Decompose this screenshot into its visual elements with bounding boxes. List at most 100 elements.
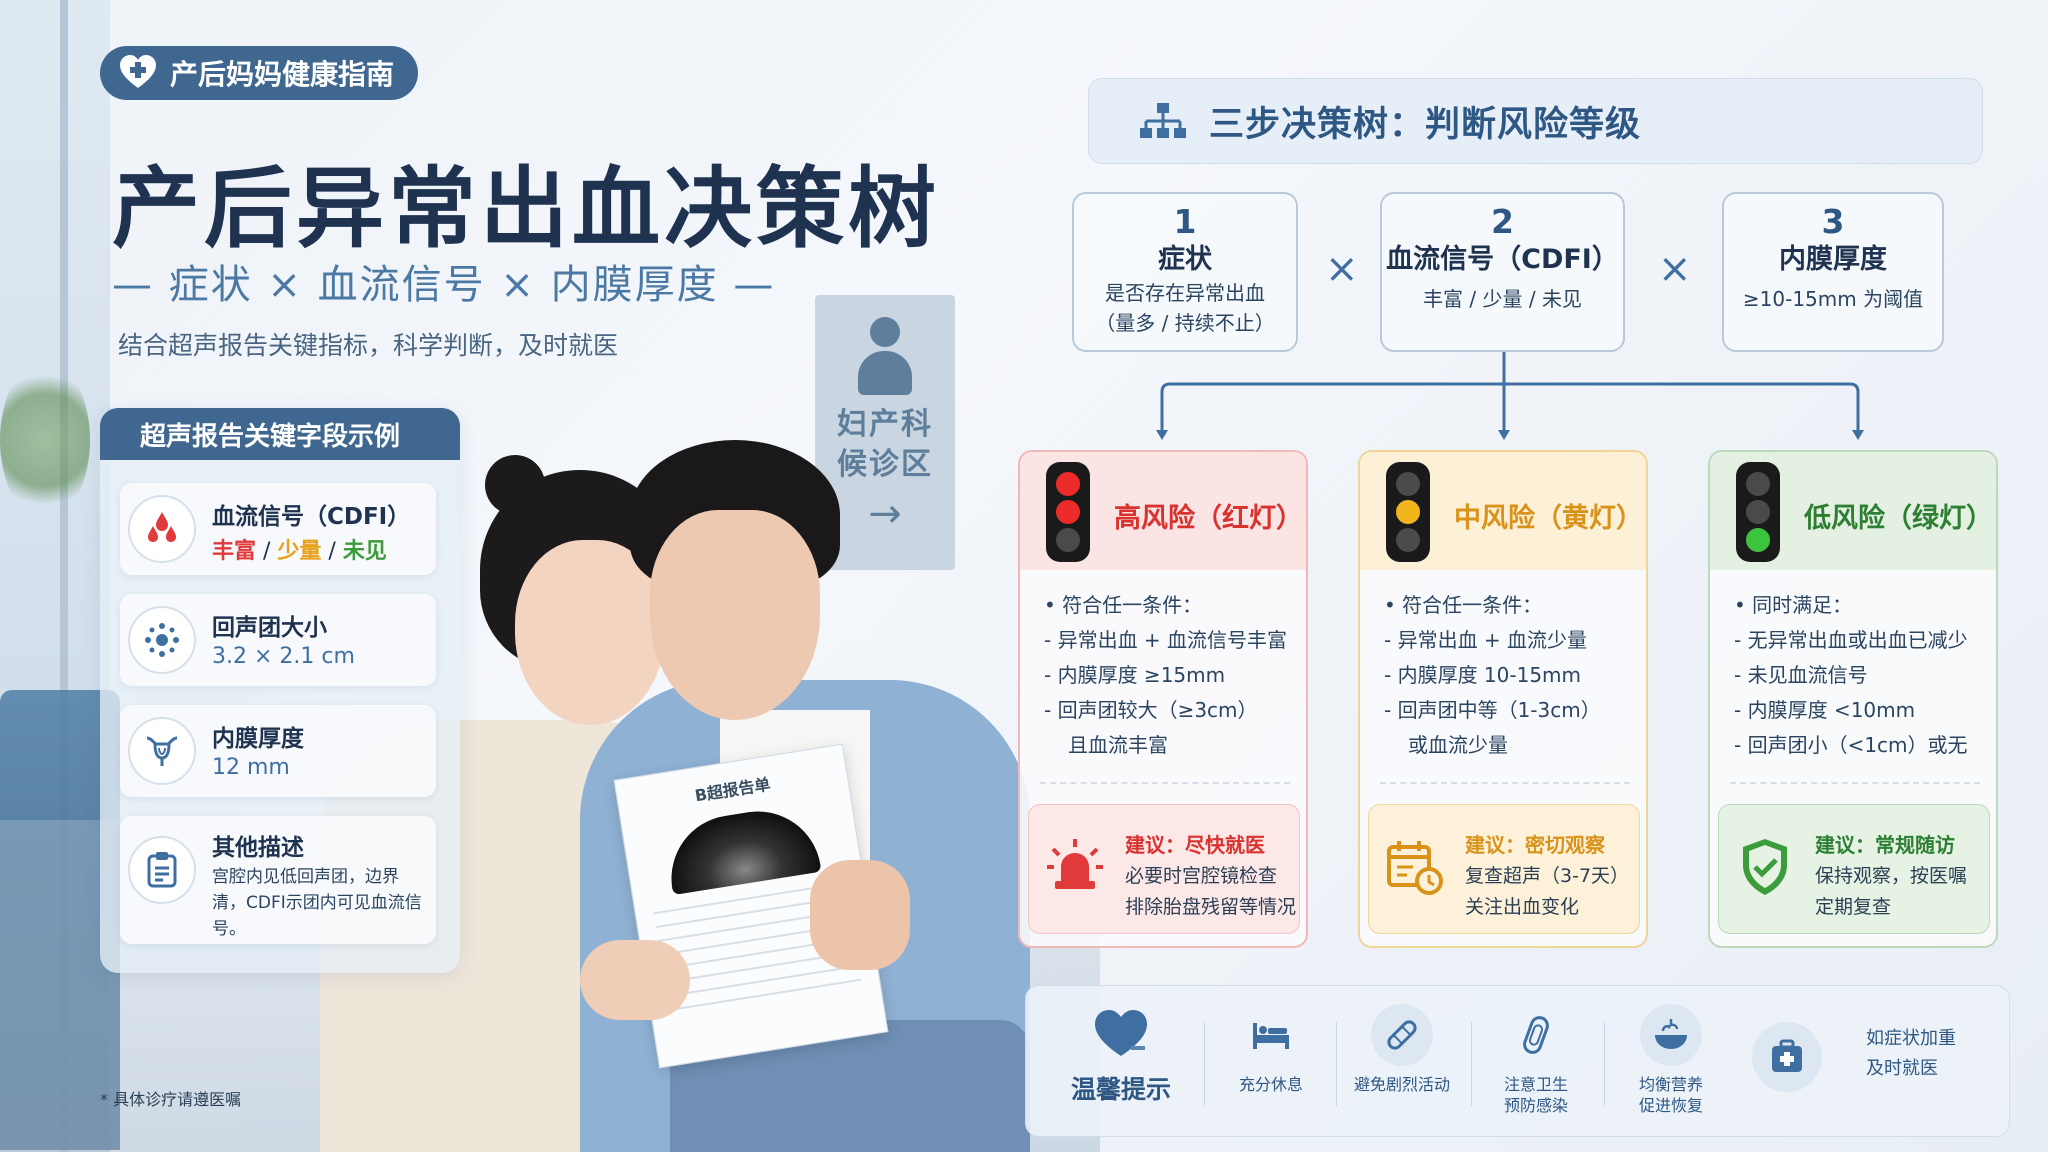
times-sign: × [1325,246,1359,292]
tip-line: 均衡营养 [1638,1075,1703,1094]
advice-line: 保持观察，按医嘱 [1815,865,1968,887]
advice-title: 建议：密切观察 [1465,833,1605,857]
divider [1040,782,1290,784]
advice-box: 建议：尽快就医 必要时宫腔镜检查 排除胎盘残留等情况 [1028,804,1300,934]
step-desc: （量多 / 持续不止） [1095,311,1275,335]
advice-line: 关注出血变化 [1465,896,1580,918]
step-title: 内膜厚度 [1779,244,1887,275]
step-title: 血流信号（CDFI） [1386,244,1619,275]
page-subtitle: — 症状 × 血流信号 × 内膜厚度 — [112,262,776,308]
tip-line: 促进恢复 [1638,1096,1703,1115]
risk-card-high: 高风险（红灯） • 符合任一条件： - 异常出血 + 血流信号丰富 - 内膜厚度… [1018,450,1308,948]
step-endometrium: 3 内膜厚度 ≥10-15mm 为阈值 [1722,192,1944,352]
value-rich: 丰富 [212,539,257,564]
condition-line: - 异常出血 + 血流少量 [1384,628,1588,652]
step-number: 1 [1173,202,1197,241]
advice-line: 排除胎盘残留等情况 [1125,896,1297,918]
shield-check-icon [1733,835,1797,899]
step-symptom: 1 症状 是否存在异常出血 （量多 / 持续不止） [1072,192,1298,352]
condition-line: - 回声团小（<1cm）或无 [1734,733,1968,757]
ultrasound-fields-panel: 超声报告关键字段示例 血流信号（CDFI） 丰富 / 少量 / 未见 回声团大小… [100,408,460,973]
sign-line-2: 候诊区 [837,447,933,482]
page-title: 产后异常出血决策树 [112,157,941,260]
tip-hygiene: 注意卫生预防感染 [1476,1004,1596,1116]
woman-face [515,540,665,725]
mother-baby-icon [854,317,916,397]
man-hand [810,860,910,970]
advice-box: 建议：密切观察 复查超声（3-7天） 关注出血变化 [1368,804,1640,934]
field-cdfi: 血流信号（CDFI） 丰富 / 少量 / 未见 [120,483,436,575]
field-endometrium: 内膜厚度 12 mm [120,705,436,797]
traffic-light-red-icon [1046,462,1090,562]
footnote: * 具体诊疗请遵医嘱 [100,1090,242,1109]
bed-icon [1240,1004,1302,1066]
condition-line: - 内膜厚度 10-15mm [1384,663,1582,687]
tips-separator [1471,1022,1472,1106]
tips-heading: 温馨提示 [1066,1006,1176,1106]
step-desc: 是否存在异常出血 [1105,281,1265,305]
condition-line: - 回声团中等（1-3cm） [1384,698,1601,722]
field-value: 丰富 / 少量 / 未见 [212,533,387,565]
condition-line: 且血流丰富 [1068,733,1168,757]
tip-label: 充分休息 [1238,1075,1303,1094]
risk-title: 高风险（红灯） [1114,503,1303,534]
tips-separator [1604,1022,1605,1106]
tips-title: 温馨提示 [1070,1075,1171,1104]
condition-line: - 异常出血 + 血流信号丰富 [1044,628,1288,652]
first-aid-kit-icon [1752,1022,1822,1092]
step-desc: ≥10-15mm 为阈值 [1742,287,1924,311]
decision-tree-title: 三步决策树：判断风险等级 [1209,104,1642,145]
condition-line: - 内膜厚度 <10mm [1734,698,1916,722]
field-value: 12 mm [212,755,290,780]
condition-line: - 无异常出血或出血已减少 [1734,628,1968,652]
field-other-description: 其他描述 宫腔内见低回声团，边界清，CDFI示团内可见血流信号。 [120,816,436,944]
tip-label: 如症状加重及时就医 [1866,1024,1956,1084]
heart-care-icon [1095,1010,1147,1056]
risk-conditions: • 符合任一条件： - 异常出血 + 血流信号丰富 - 内膜厚度 ≥15mm -… [1044,588,1304,763]
ultrasound-image [662,802,822,896]
value-little: 少量 [277,539,322,564]
arrow-right-icon: → [868,491,902,537]
risk-conditions: • 同时满足： - 无异常出血或出血已减少 - 未见血流信号 - 内膜厚度 <1… [1734,588,1994,763]
alarm-siren-icon [1043,835,1107,899]
value-none: 未见 [342,539,387,564]
advice-title: 建议：常规随访 [1815,833,1955,857]
field-label: 血流信号（CDFI） [212,504,411,530]
advice-line: 定期复查 [1815,896,1892,918]
times-sign: × [1658,246,1692,292]
food-bowl-icon [1640,1004,1702,1066]
risk-card-medium: 中风险（黄灯） • 符合任一条件： - 异常出血 + 血流少量 - 内膜厚度 1… [1358,450,1648,948]
tips-separator [1336,1022,1337,1106]
tips-bar: 温馨提示 充分休息 避免剧烈活动 注意卫生预防感染 均衡营养促进恢复 如症状加重… [1025,985,2010,1137]
advice-text: 保持观察，按医嘱 定期复查 [1815,861,1967,923]
step-cdfi: 2 血流信号（CDFI） 丰富 / 少量 / 未见 [1380,192,1625,352]
risk-card-header: 低风险（绿灯） [1710,452,1996,570]
advice-text: 必要时宫腔镜检查 排除胎盘残留等情况 [1125,861,1296,923]
traffic-light-yellow-icon [1386,462,1430,562]
decision-tree-header: 三步决策树：判断风险等级 [1088,78,1983,164]
tips-separator [1204,1022,1205,1106]
clipboard-icon [128,836,196,904]
field-label: 内膜厚度 [212,726,304,752]
risk-card-low: 低风险（绿灯） • 同时满足： - 无异常出血或出血已减少 - 未见血流信号 -… [1708,450,1998,948]
advice-title: 建议：尽快就医 [1125,833,1265,857]
step-number: 2 [1491,202,1514,241]
field-echo-mass: 回声团大小 3.2 × 2.1 cm [120,594,436,686]
tip-rest: 充分休息 [1211,1004,1331,1095]
field-value: 3.2 × 2.1 cm [212,644,355,669]
blood-drops-icon [128,495,196,563]
condition-line: • 符合任一条件： [1384,593,1543,617]
woman-hair-bun [485,455,545,515]
badge-label: 产后妈妈健康指南 [170,58,395,91]
advice-text: 复查超声（3-7天） 关注出血变化 [1465,861,1629,923]
tip-line: 如症状加重 [1866,1028,1956,1049]
condition-line: 或血流少量 [1408,733,1508,757]
tip-label: 均衡营养促进恢复 [1611,1074,1731,1116]
echo-mass-icon [128,606,196,674]
tip-label: 避免剧烈活动 [1353,1075,1450,1094]
step-number: 3 [1821,202,1845,241]
man-face [650,510,820,720]
risk-card-header: 高风险（红灯） [1020,452,1306,570]
risk-conditions: • 符合任一条件： - 异常出血 + 血流少量 - 内膜厚度 10-15mm -… [1384,588,1644,763]
risk-title: 低风险（绿灯） [1804,503,1993,534]
